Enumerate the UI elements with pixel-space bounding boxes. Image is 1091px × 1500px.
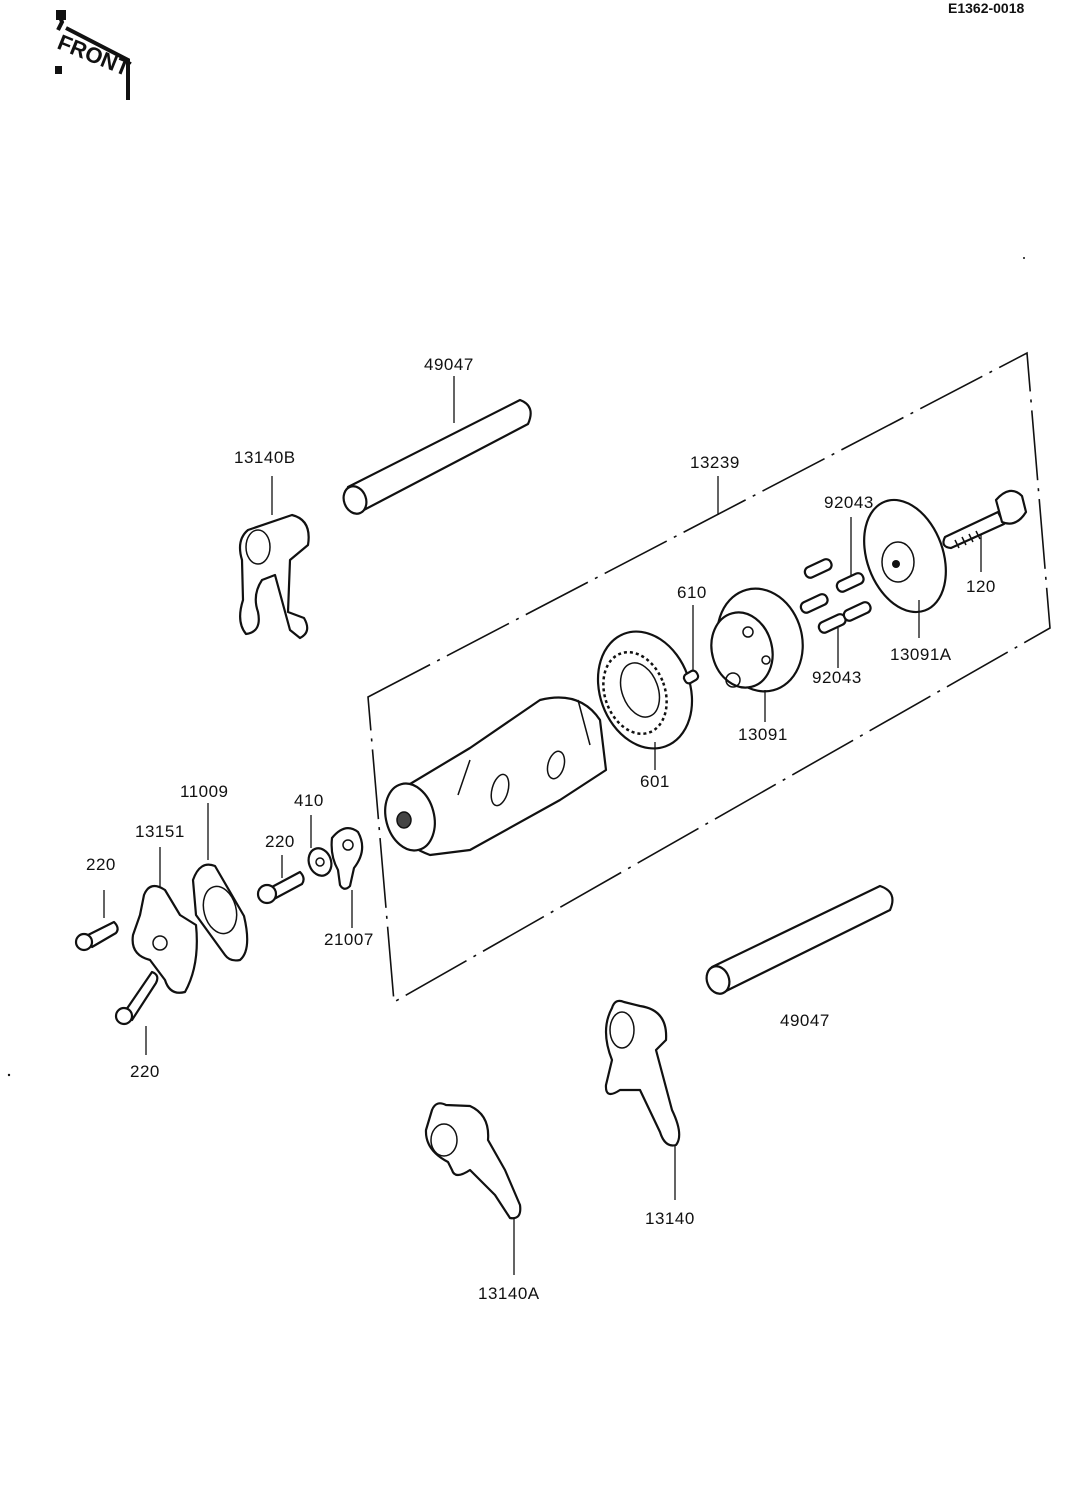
- label-21007: 21007: [324, 930, 374, 949]
- front-indicator: FRONT: [54, 10, 134, 100]
- label-13151: 13151: [135, 822, 185, 841]
- label-610: 610: [677, 583, 707, 602]
- label-220-mid: 220: [265, 832, 295, 851]
- bolt-220-mid: [256, 870, 305, 905]
- front-label: FRONT: [54, 29, 134, 81]
- gasket-11009: [191, 863, 249, 962]
- label-13091a: 13091A: [890, 645, 952, 664]
- label-13140b: 13140B: [234, 448, 296, 467]
- label-11009: 11009: [180, 782, 229, 801]
- bolt-220-bottom: [114, 970, 159, 1026]
- drum-cam-13091: [710, 587, 804, 693]
- label-13140a: 13140A: [478, 1284, 540, 1303]
- bolt-220-left: [74, 920, 119, 952]
- stopper-21007: [330, 827, 364, 890]
- plate-13091a: [863, 498, 947, 614]
- holder-13151: [131, 884, 198, 994]
- label-13239: 13239: [690, 453, 740, 472]
- label-49047-lower: 49047: [780, 1011, 830, 1030]
- label-92043-lower: 92043: [812, 668, 862, 687]
- label-13140: 13140: [645, 1209, 695, 1228]
- pin-610: [682, 669, 700, 685]
- shift-fork-13140: [604, 999, 681, 1147]
- label-13091: 13091: [738, 725, 788, 744]
- label-220-left: 220: [86, 855, 116, 874]
- label-220-bottom: 220: [130, 1062, 160, 1081]
- drum-assembly-outline: [367, 351, 1051, 1004]
- pins-92043: [799, 558, 872, 634]
- shift-rod-lower: [705, 884, 894, 995]
- shift-drum: [384, 696, 608, 857]
- label-92043-upper: 92043: [824, 493, 874, 512]
- washer-410: [307, 847, 333, 877]
- label-601: 601: [640, 772, 670, 791]
- label-49047-upper: 49047: [424, 355, 474, 374]
- shift-rod-upper: [342, 398, 532, 515]
- bolt-120: [942, 489, 1028, 550]
- label-120: 120: [966, 577, 996, 596]
- label-410: 410: [294, 791, 324, 810]
- shift-fork-13140a: [424, 1102, 522, 1220]
- reference-code: E1362-0018: [948, 0, 1025, 16]
- shift-fork-13140b: [238, 513, 310, 640]
